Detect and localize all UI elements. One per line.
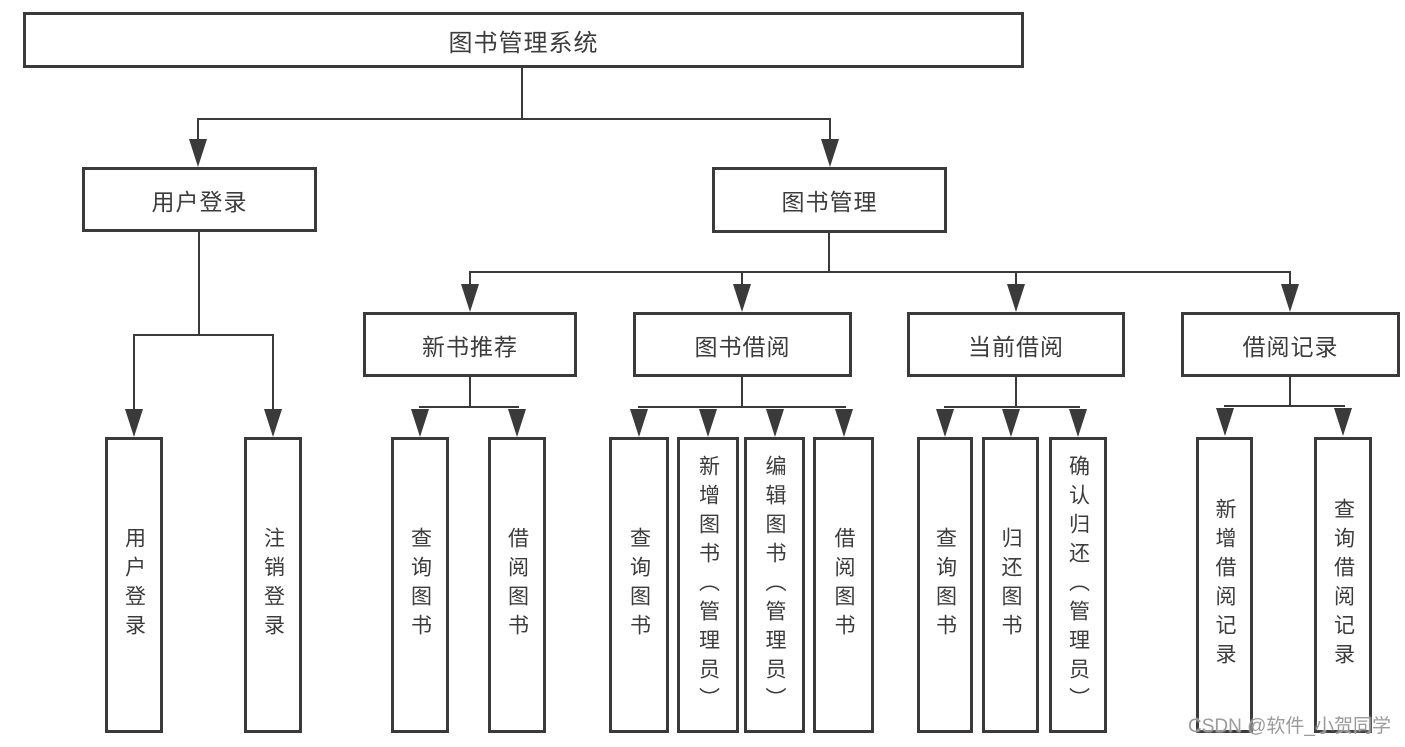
node-label: 新书推荐 [422,333,518,360]
arrowhead [411,409,429,437]
node-new-book-recommend: 新书推荐 [363,312,577,377]
connector-line [1224,405,1345,407]
arrowhead [835,409,853,437]
connector-line [638,406,846,408]
node-borrow-records: 借阅记录 [1181,312,1400,377]
csdn-watermark: CSDN @软件_小贺同学 [1188,716,1391,737]
node-label: 查询图书 [933,527,957,643]
arrowhead [264,409,282,437]
leaf-records-add-borrow-record: 新增借阅记录 [1196,437,1253,733]
node-root-library-system: 图书管理系统 [23,12,1024,68]
leaf-borrow-borrow-books: 借阅图书 [813,437,874,733]
node-book-management: 图书管理 [712,167,947,233]
connector-line [741,273,743,287]
node-label: 查询图书 [627,527,651,643]
arrowhead [936,409,954,437]
arrowhead [189,139,207,167]
leaf-borrow-edit-books-admin: 编辑图书（管理员） [744,437,805,733]
connector-line [469,271,1291,273]
node-label: 用户登录 [151,188,248,215]
arrowhead [1007,284,1025,312]
arrowhead [821,139,839,167]
connector-line [197,118,831,120]
leaf-borrow-query-books: 查询图书 [609,437,669,733]
connector-line [419,406,519,408]
node-label: 新增图书（管理员） [696,454,720,716]
arrowhead [508,409,526,437]
connector-line [1289,377,1291,407]
arrowhead [699,409,717,437]
arrowhead [1281,284,1299,312]
connector-line [198,232,200,336]
arrowhead [630,409,648,437]
leaf-borrow-add-books-admin: 新增图书（管理员） [677,437,739,733]
arrowhead [733,284,751,312]
connector-line [741,377,743,408]
node-label: 借阅记录 [1242,333,1339,360]
node-label: 当前借阅 [968,333,1064,360]
connector-line [197,120,199,142]
connector-line [829,120,831,142]
leaf-user-login: 用户登录 [105,437,163,733]
node-label: 新增借阅记录 [1213,498,1237,672]
node-current-borrow: 当前借阅 [907,312,1125,377]
connector-line [828,233,830,273]
node-label: 借阅图书 [832,527,856,643]
arrowhead [766,409,784,437]
connector-line [133,336,135,414]
leaf-current-query-books: 查询图书 [917,437,973,733]
node-label: 归还图书 [999,527,1023,643]
arrowhead [1069,409,1087,437]
connector-line [1289,273,1291,287]
node-label: 注销登录 [261,527,285,643]
node-label: 编辑图书（管理员） [763,454,787,716]
leaf-logout: 注销登录 [244,437,302,733]
leaf-current-confirm-return-admin: 确认归还（管理员） [1049,437,1107,733]
node-label: 查询借阅记录 [1331,498,1355,672]
arrowhead [1002,409,1020,437]
node-user-login: 用户登录 [82,167,317,232]
arrowhead [1334,408,1352,436]
node-label: 图书借阅 [694,333,791,360]
leaf-newbook-borrow-books: 借阅图书 [488,437,546,733]
connector-line [944,406,1080,408]
node-label: 查询图书 [408,527,432,643]
connector-line [1015,377,1017,408]
connector-line [1015,273,1017,287]
node-label: 用户登录 [122,527,146,643]
node-book-borrow: 图书借阅 [633,312,852,377]
node-label: 图书管理系统 [448,29,599,57]
connector-line [521,67,523,120]
arrowhead [125,409,143,437]
leaf-records-query-borrow-record: 查询借阅记录 [1314,437,1372,733]
arrowhead [1216,408,1234,436]
connector-line [469,377,471,408]
arrowhead [461,284,479,312]
node-label: 图书管理 [781,189,878,215]
leaf-newbook-query-books: 查询图书 [391,437,449,733]
connector-line [272,336,274,414]
node-label: 借阅图书 [505,527,529,643]
leaf-current-return-books: 归还图书 [982,437,1039,733]
connector-line [469,273,471,287]
connector-line [133,334,274,336]
node-label: 确认归还（管理员） [1066,454,1090,716]
